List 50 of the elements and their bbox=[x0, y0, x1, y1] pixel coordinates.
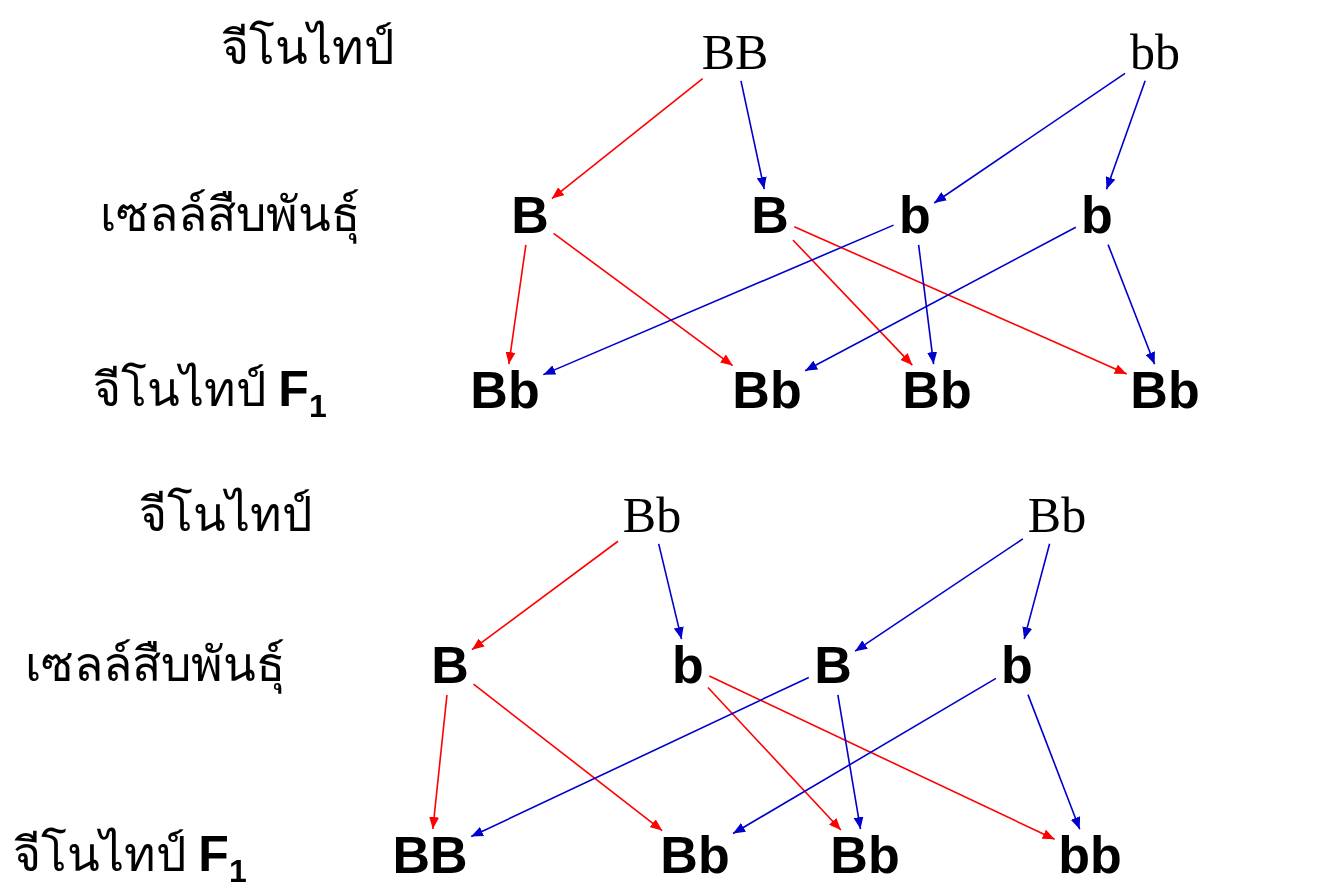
arrow bbox=[792, 239, 914, 366]
arrow bbox=[429, 694, 448, 830]
arrow bbox=[933, 72, 1126, 204]
row-label: จีโนไทป์ F$_{1}$ bbox=[13, 824, 247, 890]
arrow bbox=[793, 225, 1128, 375]
gamete-text: B bbox=[511, 189, 549, 241]
row-label: เซลล์สืบพันธุ์ bbox=[25, 633, 285, 697]
row-label: จีโนไทป์ F$_{1}$ bbox=[93, 359, 327, 426]
row-label: จีโนไทป์ bbox=[138, 486, 312, 543]
offspring-genotype: Bb bbox=[470, 364, 540, 416]
row-label: จีโนไทป์ bbox=[220, 19, 394, 76]
genotype-text: Bb bbox=[1027, 490, 1087, 540]
arrow bbox=[552, 232, 734, 367]
arrow bbox=[472, 683, 663, 832]
arrow bbox=[1107, 243, 1156, 366]
gamete-text: B bbox=[814, 639, 852, 691]
arrow bbox=[708, 675, 1056, 841]
offspring-genotype: Bb bbox=[660, 829, 730, 881]
arrow bbox=[1105, 79, 1146, 191]
gamete-text: B bbox=[431, 639, 469, 691]
gamete-text: b bbox=[1081, 189, 1113, 241]
arrow bbox=[657, 543, 684, 640]
offspring-genotype: bb bbox=[1058, 829, 1122, 881]
offspring-genotype: Bb bbox=[732, 364, 802, 416]
arrow bbox=[505, 244, 527, 365]
offspring-genotype: Bb bbox=[902, 364, 972, 416]
genotype-text: Bb bbox=[622, 490, 682, 540]
row-label: เซลล์สืบพันธุ์ bbox=[100, 183, 360, 247]
arrow bbox=[542, 224, 895, 376]
gamete-text: b bbox=[1001, 639, 1033, 691]
arrow bbox=[1027, 693, 1081, 831]
arrow bbox=[732, 677, 997, 835]
offspring-genotype: BB bbox=[392, 829, 468, 881]
arrow bbox=[1022, 543, 1051, 640]
gamete-text: b bbox=[899, 189, 931, 241]
arrow bbox=[740, 80, 767, 190]
arrow bbox=[707, 686, 842, 831]
arrow bbox=[854, 538, 1024, 652]
genotype-text: BB bbox=[701, 27, 769, 77]
arrow bbox=[470, 676, 810, 838]
arrow bbox=[837, 694, 864, 830]
genotype-text: bb bbox=[1130, 27, 1180, 77]
offspring-genotype: Bb bbox=[1130, 364, 1200, 416]
offspring-genotype: Bb bbox=[830, 829, 900, 881]
gamete-text: B bbox=[751, 189, 789, 241]
arrow bbox=[551, 77, 704, 200]
gamete-text: b bbox=[672, 639, 704, 691]
arrow bbox=[917, 244, 938, 365]
arrow bbox=[804, 226, 1077, 372]
arrow bbox=[471, 540, 619, 651]
